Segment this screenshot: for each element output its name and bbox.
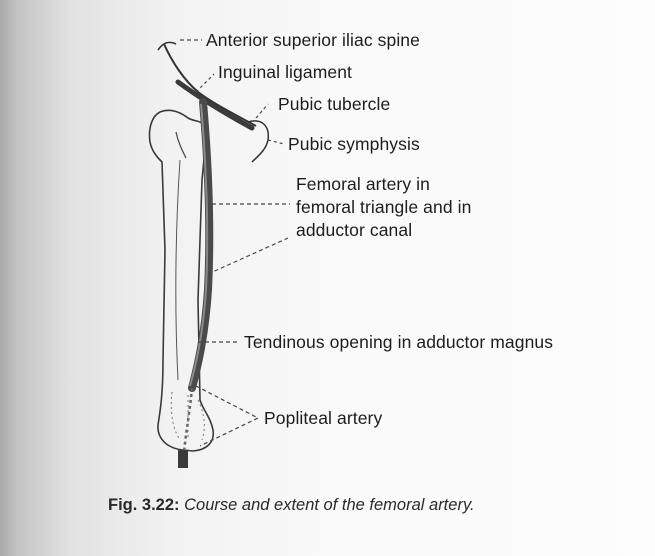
figure-caption-text: Course and extent of the femoral artery. bbox=[184, 496, 474, 514]
label-anterior-superior-iliac-spine: Anterior superior iliac spine bbox=[206, 30, 420, 51]
label-femoral-artery-line-1: Femoral artery in bbox=[296, 174, 430, 195]
popliteal-exit bbox=[178, 450, 188, 468]
label-inguinal-ligament: Inguinal ligament bbox=[218, 62, 352, 83]
figure-number: Fig. 3.22: bbox=[108, 496, 180, 514]
leader-popliteal bbox=[196, 386, 258, 446]
popliteal-vessel bbox=[184, 388, 192, 452]
figure-caption: Fig. 3.22: Course and extent of the femo… bbox=[108, 496, 475, 515]
label-pubic-symphysis: Pubic symphysis bbox=[288, 134, 420, 155]
label-pubic-tubercle: Pubic tubercle bbox=[278, 94, 390, 115]
label-tendinous-opening: Tendinous opening in adductor magnus bbox=[244, 332, 553, 353]
hip-bone-outline bbox=[164, 44, 256, 126]
leader-femoral-2 bbox=[208, 238, 288, 274]
femur-neck-line bbox=[176, 132, 186, 158]
leader-pubic-tubercle bbox=[256, 104, 268, 118]
inguinal-ligament bbox=[178, 82, 252, 128]
label-popliteal-artery: Popliteal artery bbox=[264, 408, 382, 429]
leader-inguinal bbox=[196, 74, 214, 92]
label-femoral-artery-line-2: femoral triangle and in bbox=[296, 197, 471, 218]
femur-inner-line bbox=[176, 160, 180, 380]
label-femoral-artery-line-3: adductor canal bbox=[296, 220, 412, 241]
leader-pubic-symphysis bbox=[268, 140, 284, 144]
